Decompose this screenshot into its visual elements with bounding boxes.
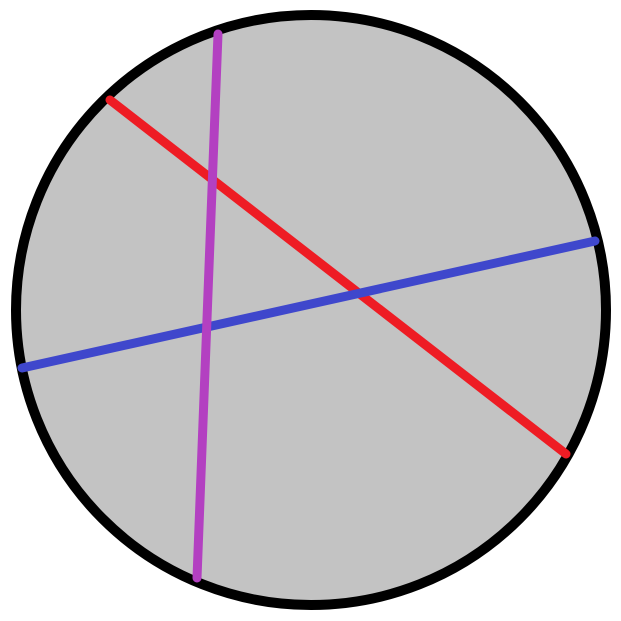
chord-blue xyxy=(17,236,600,373)
chord-purple xyxy=(192,29,223,583)
chord-red xyxy=(105,95,571,459)
circle xyxy=(11,10,611,610)
